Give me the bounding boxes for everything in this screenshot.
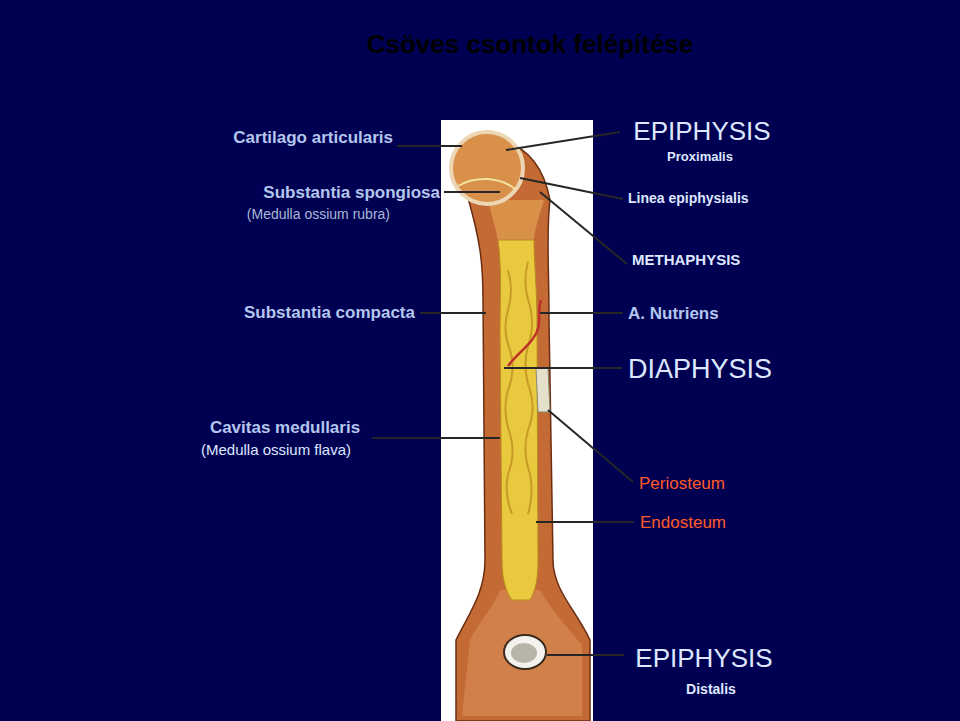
marrow-texture [505,270,512,514]
part-label: Distalis [686,681,736,697]
femoral-head [451,132,523,204]
periosteum-flap [536,368,550,412]
part-label: DIAPHYSIS [628,354,772,385]
part-label: Substantia spongiosa [263,183,440,203]
part-label: Proximalis [667,150,733,165]
bone-shaft [456,142,590,721]
part-label: Linea epiphysialis [628,190,749,206]
part-label: EPIPHYSIS [633,117,770,147]
spongy-bone-distal [462,590,582,716]
cross-section-core [511,643,537,663]
part-label: METHAPHYSIS [632,251,740,268]
part-label: (Medulla ossium flava) [201,441,351,458]
medullary-cavity [498,240,538,600]
part-label: Periosteum [639,474,725,494]
part-label: Cartilago articularis [233,128,393,148]
part-label: Cavitas medullaris [210,418,360,438]
image-panel [441,120,593,721]
part-label: Substantia compacta [244,303,415,323]
part-label: A. Nutriens [628,304,719,324]
nutrient-artery [508,300,541,366]
page-title: Csöves csontok felépítése [367,30,694,60]
epiphyseal-line [458,179,516,190]
part-label: (Medulla ossium rubra) [247,206,390,222]
part-label: EPIPHYSIS [635,644,772,674]
leader-lines [372,132,634,655]
cross-section [504,635,546,669]
part-label: Endosteum [640,513,726,533]
marrow-texture [525,262,532,514]
